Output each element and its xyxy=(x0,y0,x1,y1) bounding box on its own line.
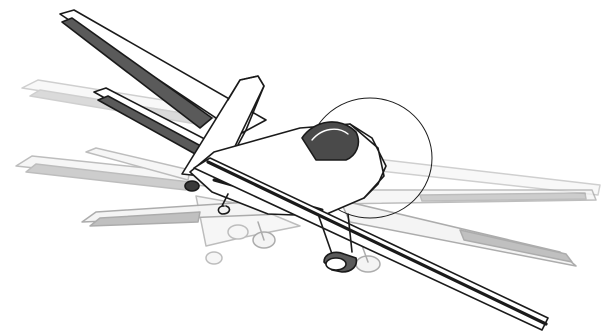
ghost-wing-right-panel xyxy=(420,193,586,201)
ghost-wheel-right xyxy=(206,252,222,264)
exhaust-pipe xyxy=(185,181,199,191)
ghost-wheel-right xyxy=(356,256,380,272)
main-wheel-hub xyxy=(326,258,346,270)
ghost-wheel-left xyxy=(228,225,248,239)
